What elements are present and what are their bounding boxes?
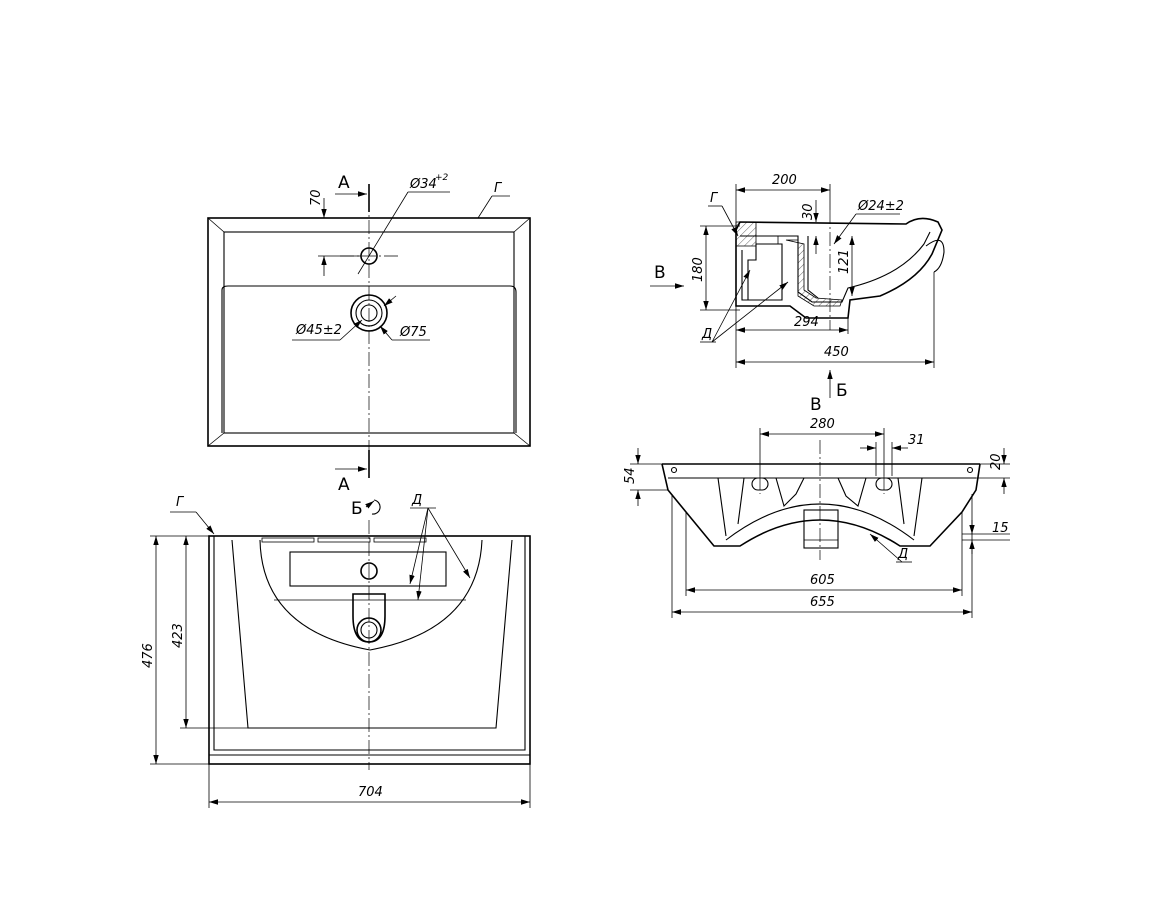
rear-drain-block [803, 509, 839, 549]
callout-ribs-section: Д [701, 327, 712, 342]
dim-height: 180 [691, 257, 706, 282]
dim-bottom-offset: 15 [992, 521, 1009, 536]
callout-rim-top: Г [494, 181, 503, 196]
rear-outline [661, 463, 981, 547]
callout-ribs-front: Д [411, 493, 422, 508]
callout-rim-section: Г [710, 191, 719, 206]
view-mark-front: Б [351, 499, 363, 519]
dim-overflow-ring: Ø75 [399, 325, 427, 340]
dim-top-offset: 20 [989, 453, 1004, 470]
dim-slot-spacing: 280 [810, 417, 835, 432]
dim-side-height: 54 [623, 467, 638, 484]
dim-wall: 30 [801, 203, 816, 220]
rear-view: В 280 31 54 [623, 395, 1010, 618]
dim-inner-width: 605 [810, 573, 835, 588]
dim-tap-hole: Ø34 [409, 177, 437, 192]
front-basin-curve [259, 539, 483, 651]
top-view: А А 70 Ø34 +2 Ø45±2 Ø75 Г [207, 173, 531, 495]
dim-bowl-depth: 423 [171, 623, 186, 648]
dim-width: 704 [358, 785, 383, 800]
dim-slot-width: 31 [908, 433, 925, 448]
dim-total-depth: 476 [141, 643, 156, 668]
front-overflow-slot [289, 551, 447, 587]
callout-ribs-rear: Д [897, 547, 908, 562]
dim-tap-offset: 200 [772, 173, 797, 188]
dim-inner: 294 [794, 315, 819, 330]
dim-bowl-height: 121 [837, 249, 852, 274]
callout-rim-front: Г [176, 495, 185, 510]
section-view: 200 30 Ø24±2 121 180 294 450 Г Д [650, 173, 945, 401]
front-view-outline [208, 535, 531, 765]
dim-total: 450 [824, 345, 849, 360]
dim-outer-width: 655 [810, 595, 835, 610]
section-arrow-b: Б [836, 381, 848, 401]
front-view: Б Г Д 476 423 704 [141, 493, 531, 808]
bowl-outline-top [221, 285, 517, 433]
section-outline [735, 217, 943, 319]
section-mark-bottom: А [338, 475, 350, 495]
front-bowl-side [231, 539, 513, 729]
view-arrow-v: В [654, 263, 666, 283]
front-inner-outline [213, 536, 526, 751]
dim-hole-offset: 70 [309, 189, 324, 206]
dim-section-hole: Ø24±2 [857, 199, 904, 214]
dim-drain: Ø45±2 [295, 323, 342, 338]
section-mark-top: А [338, 173, 350, 193]
dim-tap-hole-tol: +2 [435, 173, 449, 183]
view-mark-rear: В [810, 395, 822, 415]
section-hatch-wall [785, 239, 843, 307]
